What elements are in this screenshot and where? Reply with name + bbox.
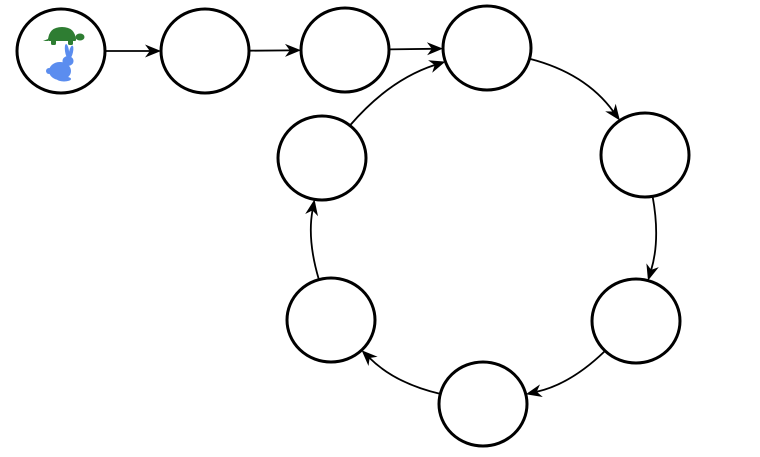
arrowhead-n6-n7: [361, 350, 378, 366]
edge-n7-n8: [309, 210, 320, 280]
hare-icon: [46, 44, 74, 82]
node-circle: [159, 7, 251, 95]
edge-n6-n7: [368, 357, 441, 395]
node-n4: [599, 111, 691, 199]
node-n6: [437, 360, 529, 448]
arrowhead-n2-n3: [426, 42, 443, 56]
node-circle: [599, 111, 691, 199]
node-circle: [15, 7, 107, 95]
edge-n4-n5: [650, 196, 658, 271]
nodes-layer: [15, 4, 691, 448]
edge-n2-n3: [388, 47, 432, 51]
node-n5: [590, 277, 682, 365]
node-circle: [590, 277, 682, 365]
node-n0: [15, 7, 107, 95]
edge-n5-n6: [536, 350, 606, 393]
node-n7: [285, 276, 377, 364]
node-n2: [299, 6, 391, 94]
arrowhead-n0-n1: [145, 44, 161, 58]
node-circle: [441, 4, 533, 92]
arrowhead-n5-n6: [525, 384, 543, 397]
arrowhead-n1-n2: [285, 43, 301, 57]
edges-layer: [105, 42, 659, 397]
node-n8: [276, 114, 368, 202]
edge-n3-n4: [529, 57, 615, 113]
tortoise-icon: [43, 27, 85, 45]
arrowhead-n4-n5: [646, 263, 659, 281]
node-circle: [285, 276, 377, 364]
node-circle: [437, 360, 529, 448]
arrowhead-n8-n3: [428, 60, 446, 73]
edge-n8-n3: [349, 64, 435, 127]
arrowhead-n3-n4: [605, 103, 620, 121]
node-n1: [159, 7, 251, 95]
node-circle: [299, 6, 391, 94]
arrowhead-n7-n8: [305, 199, 318, 217]
node-circle: [276, 114, 368, 202]
node-n3: [441, 4, 533, 92]
